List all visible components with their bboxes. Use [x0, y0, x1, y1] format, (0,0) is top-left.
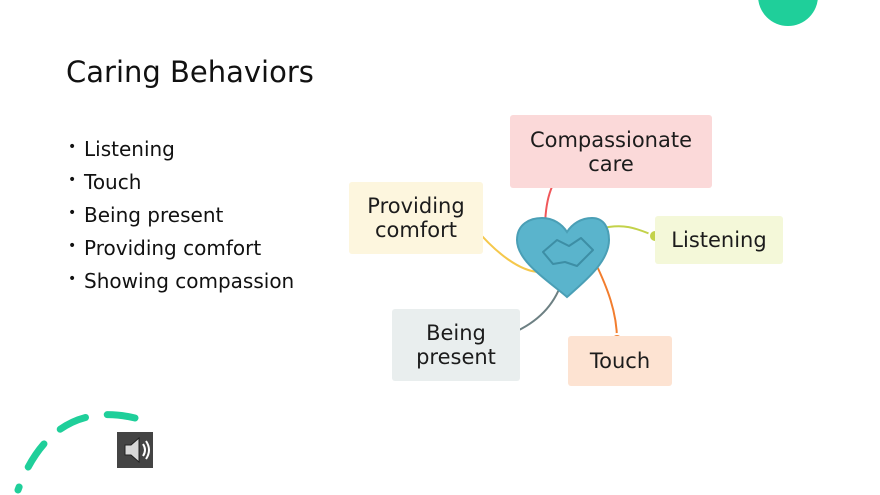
- bullet-dot: •: [68, 238, 77, 254]
- bullet-item: • Being present: [68, 199, 294, 232]
- node-being-present: Being present: [392, 309, 520, 381]
- bullet-text: Showing compassion: [84, 269, 295, 293]
- bullet-text: Listening: [84, 137, 175, 161]
- node-providing-comfort: Providing comfort: [349, 182, 483, 254]
- bullet-item: • Providing comfort: [68, 232, 294, 265]
- decorative-dashed-arc: [14, 411, 139, 494]
- heart-handshake-icon: [515, 216, 611, 299]
- bullet-dot: •: [68, 271, 77, 287]
- bullet-list: • Listening • Touch • Being present • Provid…: [68, 133, 294, 298]
- bullet-item: • Touch: [68, 166, 294, 199]
- bullet-item: • Showing compassion: [68, 265, 294, 298]
- bullet-dot: •: [68, 172, 77, 188]
- node-compassionate-care: Compassionate care: [510, 115, 712, 188]
- bullet-item: • Listening: [68, 133, 294, 166]
- bullet-text: Being present: [84, 203, 224, 227]
- decorative-circle: [758, 0, 818, 26]
- slide-title: Caring Behaviors: [66, 55, 314, 89]
- bullet-dot: •: [68, 139, 77, 155]
- bullet-text: Providing comfort: [84, 236, 262, 260]
- speaker-icon[interactable]: [117, 432, 153, 468]
- node-listening: Listening: [655, 216, 783, 264]
- bullet-text: Touch: [84, 170, 142, 194]
- node-touch: Touch: [568, 336, 672, 386]
- bullet-dot: •: [68, 205, 77, 221]
- caring-behaviors-diagram: Compassionate care Providing comfort Lis…: [345, 112, 795, 392]
